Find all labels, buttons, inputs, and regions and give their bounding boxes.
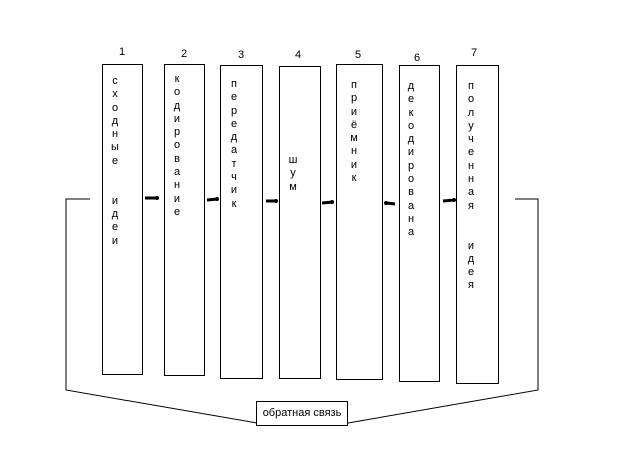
stage-4-number: 4 xyxy=(294,49,302,61)
stage-5-number: 5 xyxy=(354,49,362,61)
feedback-line-left xyxy=(65,198,258,424)
feedback-line-right xyxy=(347,198,539,424)
arrow-5-6 xyxy=(384,201,396,206)
stage-2-number: 2 xyxy=(180,48,188,60)
stage-6-number: 6 xyxy=(413,52,421,64)
arrow-4-5 xyxy=(321,200,334,205)
arrow-1-2 xyxy=(145,196,159,200)
feedback-label: обратная связь xyxy=(256,401,348,426)
stage-3-number: 3 xyxy=(237,49,245,61)
arrow-2-3 xyxy=(206,197,219,202)
stage-1-number: 1 xyxy=(118,46,126,58)
arrow-6-7 xyxy=(442,198,456,203)
arrow-3-4 xyxy=(266,199,278,203)
stage-7-number: 7 xyxy=(470,47,478,59)
